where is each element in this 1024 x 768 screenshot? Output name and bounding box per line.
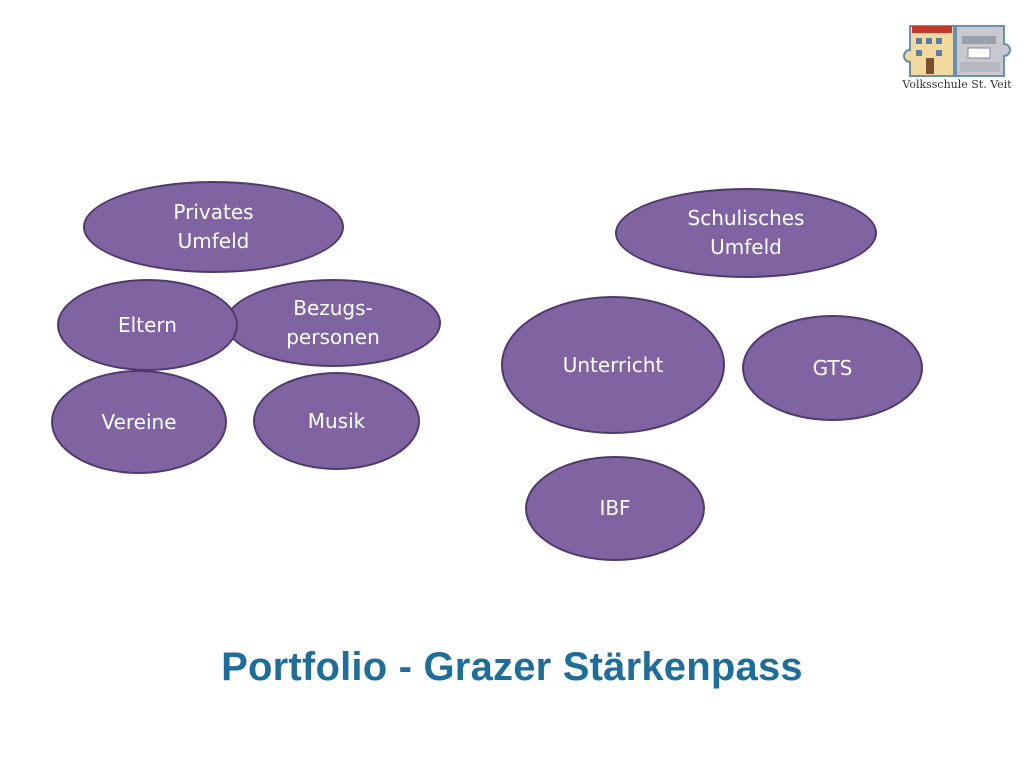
bubble-musik: Musik <box>253 372 420 470</box>
bubble-gts: GTS <box>742 315 923 421</box>
bubble-privates-umfeld: Privates Umfeld <box>83 181 344 273</box>
bubble-ibf: IBF <box>525 456 705 561</box>
bubble-vereine: Vereine <box>51 370 227 474</box>
bubble-schulisches-umfeld: Schulisches Umfeld <box>615 188 877 278</box>
bubble-bezugspersonen: Bezugs- personen <box>225 279 441 367</box>
logo-text: Volksschule St. Veit <box>902 78 1012 91</box>
bubble-eltern: Eltern <box>57 279 238 371</box>
school-logo: Volksschule St. Veit <box>896 18 1018 100</box>
school-building-puzzle-logo <box>903 25 1011 77</box>
page-title: Portfolio - Grazer Stärkenpass <box>221 645 803 689</box>
bubble-unterricht: Unterricht <box>501 296 725 434</box>
